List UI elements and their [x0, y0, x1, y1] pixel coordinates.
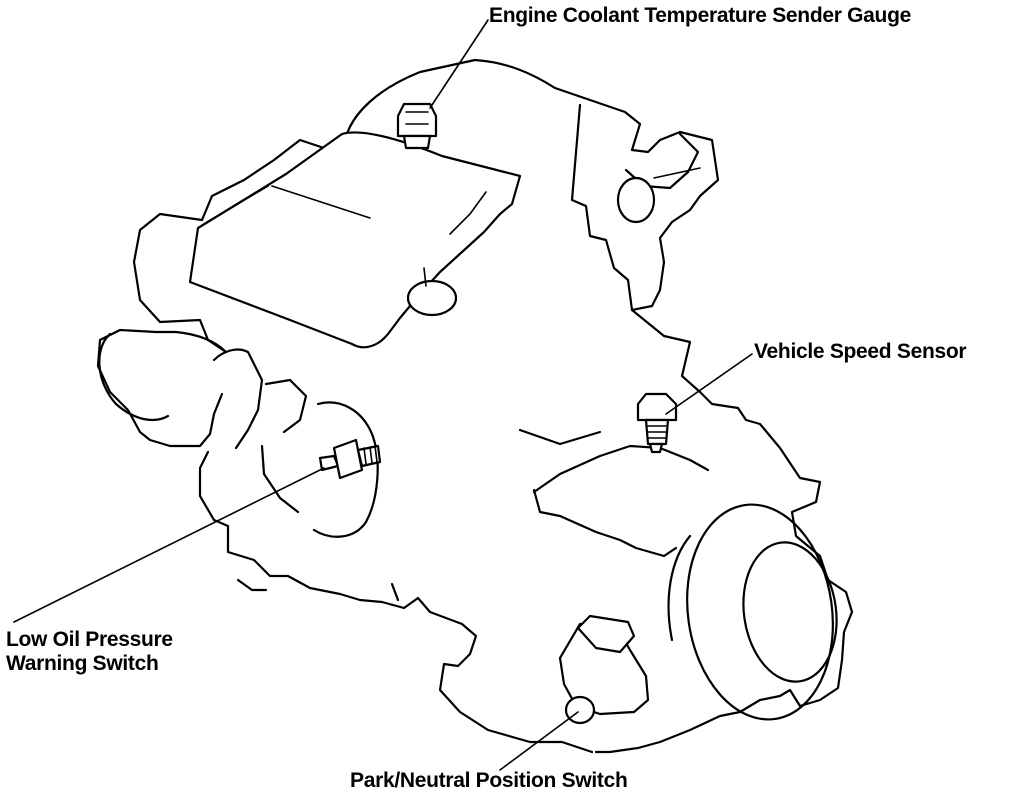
coolant-sender-part [396, 102, 438, 150]
engine-block-outline [96, 58, 854, 754]
leader-speed [665, 353, 753, 415]
vehicle-speed-sensor-label: Vehicle Speed Sensor [754, 340, 967, 363]
leader-park [499, 711, 579, 771]
oil-pressure-label-line2: Warning Switch [6, 652, 159, 675]
park-neutral-switch-label: Park/Neutral Position Switch [350, 769, 628, 792]
coolant-sender-label: Engine Coolant Temperature Sender Gauge [489, 4, 911, 27]
oil-pressure-switch-part [318, 438, 382, 480]
leader-coolant [429, 19, 489, 109]
leader-oil [13, 467, 325, 623]
oil-pressure-switch-label: Low Oil Pressure Warning Switch [6, 628, 173, 676]
leader-lines [13, 19, 753, 771]
speed-sensor-part [636, 392, 678, 454]
oil-pressure-label-line1: Low Oil Pressure [6, 628, 173, 651]
park-neutral-switch-part [558, 614, 650, 725]
